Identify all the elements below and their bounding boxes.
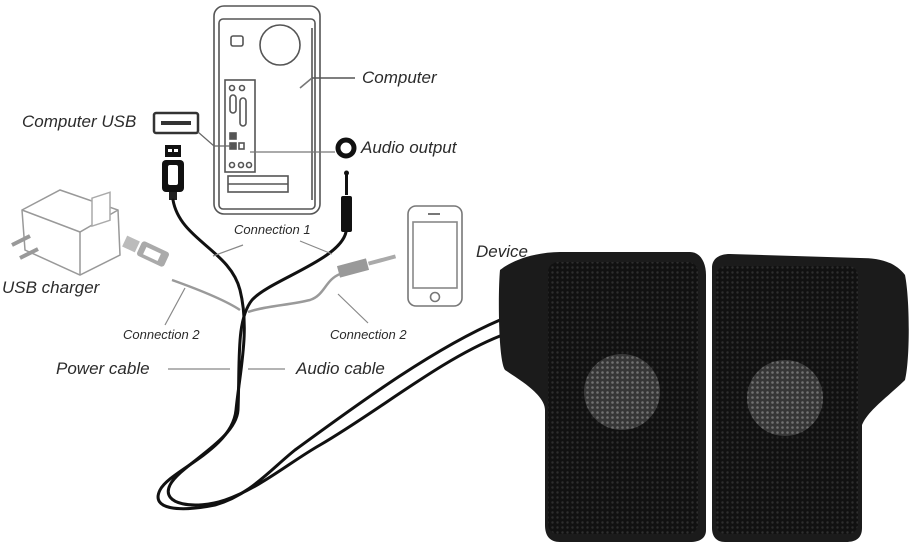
label-device: Device xyxy=(476,242,528,261)
label-connection-2-right: Connection 2 xyxy=(330,327,407,342)
left-driver xyxy=(584,354,660,430)
fan-vent xyxy=(259,24,301,66)
leader-lines xyxy=(164,240,369,370)
label-audio-cable: Audio cable xyxy=(296,359,385,378)
usb-plug xyxy=(162,145,184,200)
computer-tower xyxy=(213,5,355,215)
label-usb-charger: USB charger xyxy=(2,278,100,297)
left-speaker xyxy=(498,252,706,542)
right-speaker xyxy=(712,254,909,542)
label-connection-1: Connection 1 xyxy=(234,222,311,237)
label-power-cable: Power cable xyxy=(56,359,150,378)
connection-2-cables xyxy=(171,272,341,314)
power-socket xyxy=(230,35,244,47)
usb-charger xyxy=(11,189,121,276)
charger-usb-plug xyxy=(122,235,169,267)
phone-audio-plug xyxy=(336,254,397,278)
io-panel xyxy=(224,79,256,173)
right-driver xyxy=(747,360,823,436)
label-computer: Computer xyxy=(362,68,437,87)
speakers xyxy=(498,252,909,542)
audio-plug xyxy=(341,170,352,232)
label-audio-output: Audio output xyxy=(361,138,457,157)
label-computer-usb: Computer USB xyxy=(22,112,137,131)
smartphone xyxy=(407,205,463,307)
computer-usb-port xyxy=(152,111,231,147)
label-connection-2-left: Connection 2 xyxy=(123,327,200,342)
audio-output-jack xyxy=(250,137,357,159)
cables xyxy=(156,198,502,511)
